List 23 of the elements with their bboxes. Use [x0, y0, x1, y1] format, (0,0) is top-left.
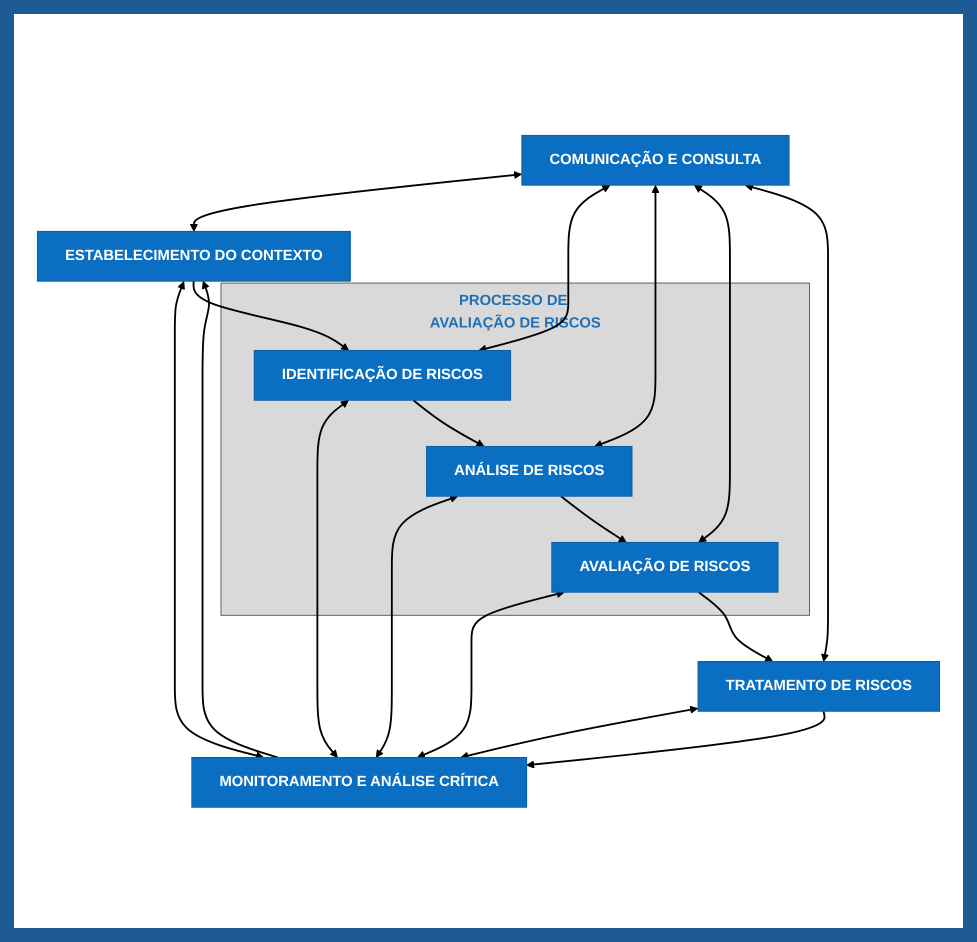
node-box: MONITORAMENTO E ANÁLISE CRÍTICA: [191, 756, 528, 808]
arrow: [460, 705, 698, 760]
arrow: [202, 280, 278, 758]
arrow: [526, 710, 826, 768]
node-box: ANÁLISE DE RISCOS: [426, 446, 632, 496]
arrow: [745, 183, 829, 662]
arrow: [316, 400, 349, 758]
node-box: ESTABELECIMENTO DO CONTEXTO: [36, 230, 351, 282]
arrow: [694, 184, 731, 542]
arrow: [174, 280, 264, 760]
node-box: COMUNICAÇÃO E CONSULTA: [521, 134, 790, 186]
arrow: [412, 399, 484, 446]
arrow: [192, 280, 349, 350]
arrow: [376, 494, 458, 758]
node-box: TRATAMENTO DE RISCOS: [698, 660, 940, 712]
arrow: [594, 184, 660, 448]
node-box: IDENTIFICAÇÃO DE RISCOS: [254, 350, 512, 400]
node-box: AVALIAÇÃO DE RISCOS: [551, 542, 779, 592]
arrow: [190, 170, 522, 232]
arrow: [478, 184, 610, 352]
arrow: [417, 590, 564, 758]
arrow: [560, 495, 627, 542]
arrow: [698, 591, 774, 662]
